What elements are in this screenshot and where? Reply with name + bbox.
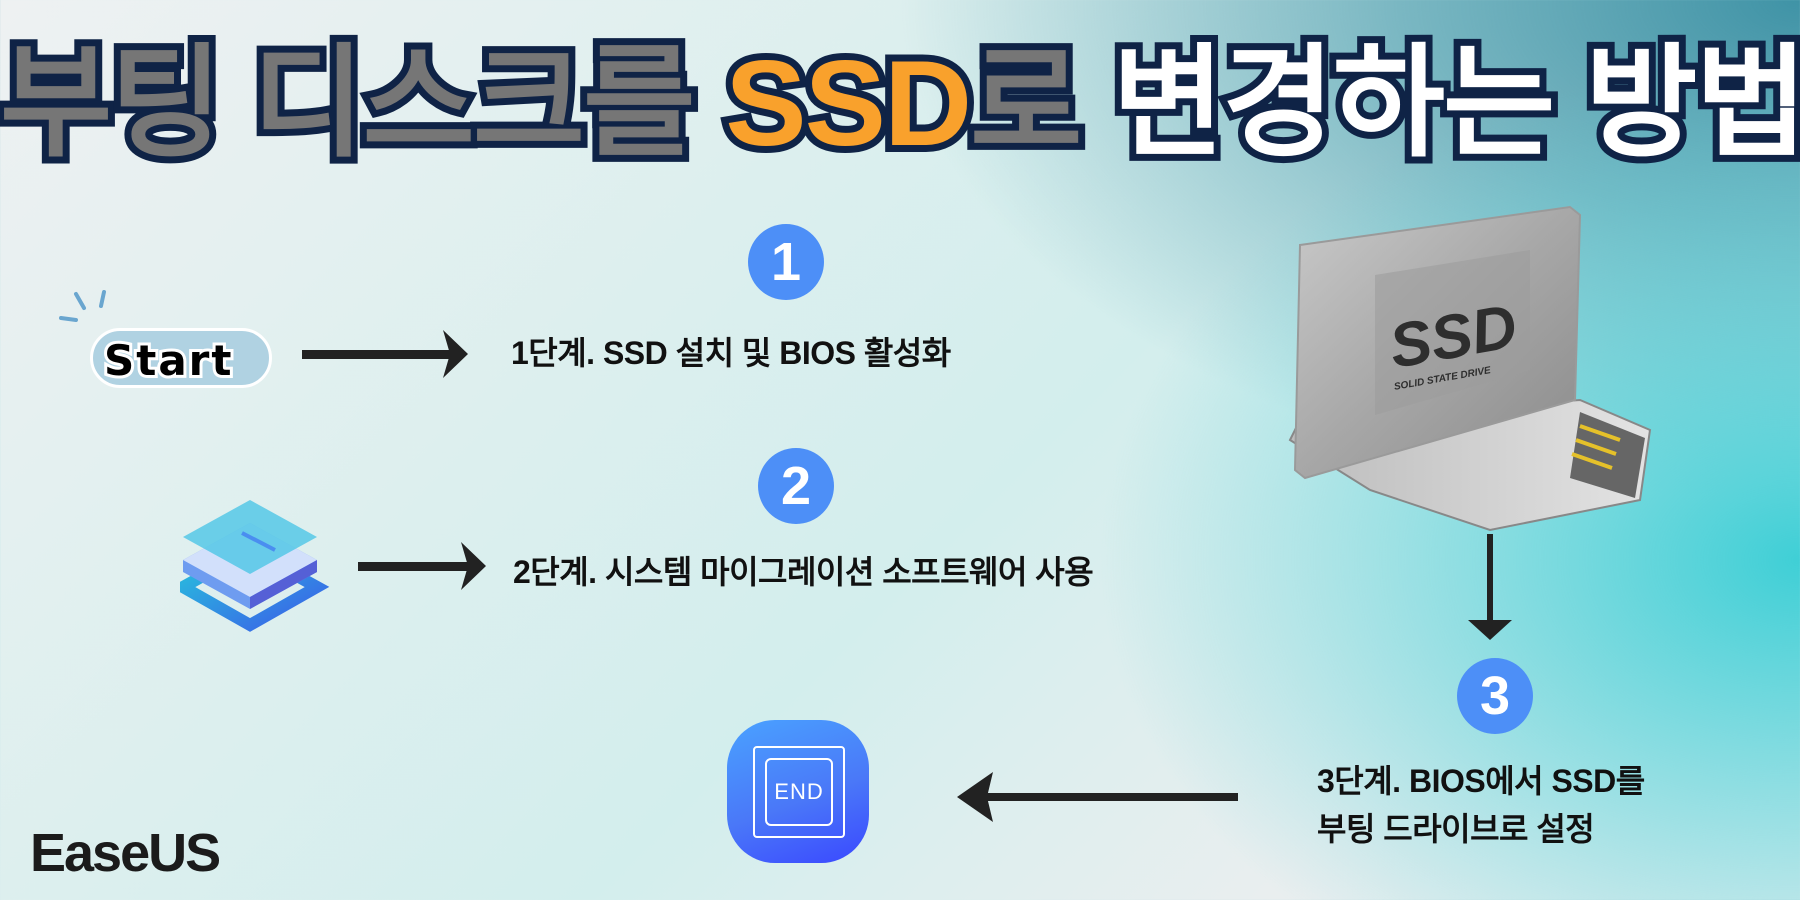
title-part: 부팅 디스크를 (0, 28, 726, 178)
end-key-icon: END (727, 720, 869, 863)
step-1-text: 1단계. SSD 설치 및 BIOS 활성화 (511, 335, 951, 371)
key-outer (753, 746, 845, 838)
arrow-down-icon (1468, 534, 1512, 640)
title-part: 로 (963, 28, 1089, 178)
page-title: 부팅 디스크를 SSD로 변경하는 방법 (0, 28, 1800, 178)
start-badge (90, 328, 272, 388)
step-2-badge: 2 (758, 448, 834, 524)
arrow-right-icon (302, 330, 468, 378)
start-label: Start (101, 333, 234, 388)
step-1-badge: 1 (748, 224, 824, 300)
title-part: 변경하는 방법 (1080, 28, 1800, 178)
step-2-text: 2단계. 시스템 마이그레이션 소프트웨어 사용 (513, 554, 1094, 590)
title-highlight: SSD (718, 28, 979, 178)
layers-icon (180, 500, 330, 632)
ssd-drive-image: SSD SOLID STATE DRIVE (1288, 205, 1652, 532)
arrow-left-icon (957, 772, 1238, 822)
easeus-logo: EaseUS (30, 823, 221, 883)
step-3-badge: 3 (1457, 658, 1533, 734)
sparkle-icon (59, 290, 106, 322)
end-label: END (765, 758, 833, 826)
arrow-right-icon (358, 542, 486, 590)
step-3-text-line2: 부팅 드라이브로 설정 (1317, 811, 1595, 847)
step-3-text-line1: 3단계. BIOS에서 SSD를 (1317, 763, 1645, 799)
